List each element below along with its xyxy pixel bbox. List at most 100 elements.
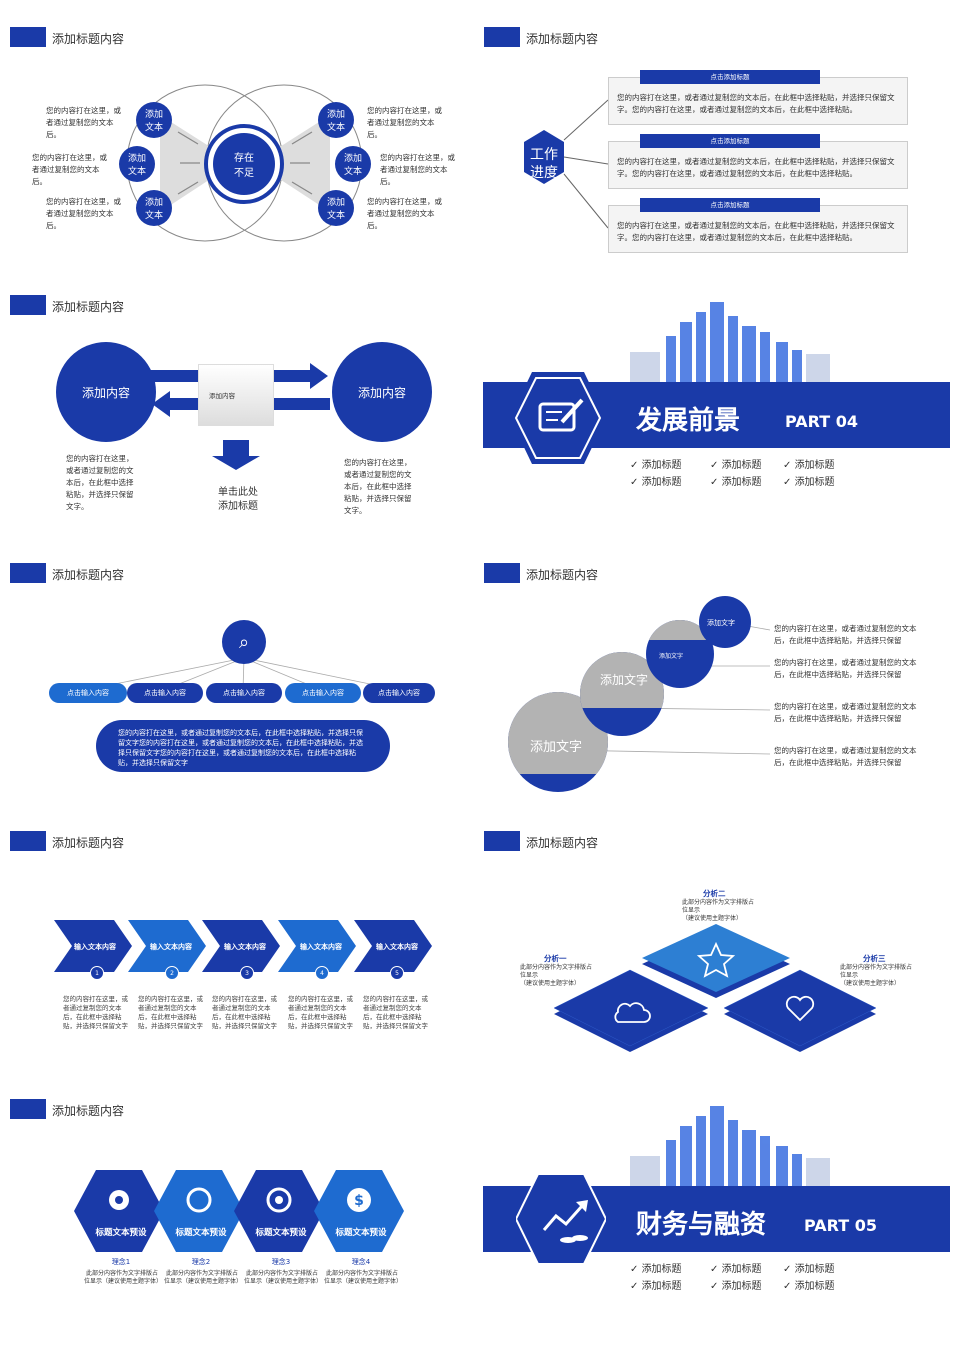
growth-chart-icon	[516, 1173, 606, 1265]
slide-title: 添加标题内容	[52, 300, 125, 314]
slide-title: 添加标题内容	[52, 836, 125, 850]
body-text: 您的内容打在这里，或者通过复制您的文本后，在此框中选择粘贴，并选择只保留	[774, 746, 917, 767]
hex-label: 标题文本预设	[95, 1228, 147, 1238]
analysis-desc: 此部分内容作为文字排版占位显示（建议使用主题字体）	[682, 899, 755, 922]
circle-label: 添加文字	[707, 619, 735, 627]
input-pill[interactable]: 点击输入内容	[363, 683, 435, 703]
step-label: 输入文本内容	[300, 943, 342, 951]
body-text: 您的内容打在这里，或者通过复制您的文本后。	[32, 153, 107, 186]
right-circle: 添加内容	[332, 342, 432, 442]
svg-text:$: $	[354, 1193, 364, 1209]
input-pill[interactable]: 点击输入内容	[127, 683, 203, 703]
summary-bubble: 您的内容打在这里，或者通过复制您的文本后，在此框中选择粘贴，并选择只保留文字您的…	[96, 720, 390, 772]
header-bar	[484, 831, 520, 851]
section-title: 发展前景	[636, 406, 741, 436]
check-item: ✓ 添加标题	[710, 1281, 762, 1292]
body-text: 您的内容打在这里，或者通过复制您的文本后，在此框中选择粘贴，并选择只保留文字	[63, 995, 128, 1030]
part-number: PART 05	[804, 1216, 877, 1235]
check-icon: ✓	[630, 477, 642, 488]
check-item: ✓ 添加标题	[630, 477, 682, 488]
check-item: ✓ 添加标题	[630, 1281, 682, 1292]
city-skyline	[630, 302, 830, 382]
check-icon: ✓	[630, 1281, 642, 1292]
chevron-process	[54, 920, 432, 972]
header-bar	[10, 1099, 46, 1119]
body-text: 您的内容打在这里，或者通过复制您的文本后。	[367, 197, 442, 230]
box-title-tag[interactable]: 点击添加标题	[640, 70, 820, 84]
add-text-circle: 添加 文本	[136, 190, 172, 226]
add-text-circle: 添加 文本	[335, 146, 371, 182]
search-icon[interactable]: ⌕	[222, 620, 266, 664]
concept-desc: 此部分内容作为文字排版占位显示（建议使用主题字体）	[164, 1270, 243, 1285]
step-number: 3	[240, 966, 254, 980]
stacked-circles	[508, 596, 771, 792]
step-label: 输入文本内容	[74, 943, 116, 951]
hex-label: 标题文本预设	[175, 1228, 227, 1238]
check-item: ✓ 添加标题	[630, 460, 682, 471]
left-circle: 添加内容	[56, 342, 156, 442]
check-item: ✓ 添加标题	[783, 1264, 835, 1275]
body-text: 您的内容打在这里，或者通过复制您的文本后，在此框中选择粘贴，并选择只保留文字。	[66, 454, 134, 511]
input-pill[interactable]: 点击输入内容	[49, 683, 127, 703]
check-icon: ✓	[783, 1264, 795, 1275]
analysis-title: 分析三	[863, 954, 886, 963]
body-text: 您的内容打在这里，或者通过复制您的文本后。	[46, 106, 121, 139]
step-label: 输入文本内容	[376, 943, 418, 951]
body-text: 您的内容打在这里，或者通过复制您的文本后。	[380, 153, 455, 186]
analysis-desc: 此部分内容作为文字排版占位显示（建议使用主题字体）	[520, 964, 593, 987]
check-item: ✓ 添加标题	[710, 477, 762, 488]
body-text: 您的内容打在这里，或者通过复制您的文本后，在此框中选择粘贴，并选择只保留文字	[363, 995, 428, 1030]
input-pill[interactable]: 点击输入内容	[285, 683, 361, 703]
circle-label: 添加文字	[659, 653, 684, 660]
header-bar	[10, 295, 46, 315]
circle-label: 添加文字	[600, 673, 649, 687]
arrow-caption: 单击此处 添加标题	[218, 487, 258, 512]
middle-box: 添加内容	[198, 364, 274, 426]
section-title: 财务与融资	[636, 1210, 767, 1240]
center-ring: 存在 不足	[204, 124, 284, 204]
check-icon: ✓	[630, 460, 642, 471]
city-skyline	[630, 1106, 830, 1186]
add-text-circle: 添加 文本	[318, 102, 354, 138]
step-number: 5	[390, 966, 404, 980]
slide-title: 添加标题内容	[52, 32, 125, 46]
body-text: 您的内容打在这里，或者通过复制您的文本后。	[46, 197, 121, 230]
body-text: 您的内容打在这里，或者通过复制您的文本后，在此框中选择粘贴，并选择只保留	[774, 624, 917, 645]
hex-label: 标题文本预设	[335, 1228, 387, 1238]
pen-icon	[510, 372, 606, 464]
slide-title: 添加标题内容	[526, 836, 599, 850]
slide-title: 添加标题内容	[52, 568, 125, 582]
step-number: 1	[90, 966, 104, 980]
box-title-tag[interactable]: 点击添加标题	[640, 134, 820, 148]
analysis-desc: 此部分内容作为文字排版占位显示（建议使用主题字体）	[840, 964, 913, 987]
connector-lines	[524, 99, 609, 229]
box-title-tag[interactable]: 点击添加标题	[640, 198, 820, 212]
check-icon: ✓	[710, 1264, 722, 1275]
step-label: 输入文本内容	[224, 943, 266, 951]
body-text: 您的内容打在这里，或者通过复制您的文本后，在此框中选择粘贴，并选择只保留文字	[288, 995, 353, 1030]
check-icon: ✓	[710, 460, 722, 471]
step-number: 4	[315, 966, 329, 980]
body-text: 您的内容打在这里，或者通过复制您的文本后，在此框中选择粘贴，并选择只保留文字	[212, 995, 277, 1030]
check-item: ✓ 添加标题	[783, 1281, 835, 1292]
body-text: 您的内容打在这里，或者通过复制您的文本后，在此框中选择粘贴，并选择只保留	[774, 658, 917, 679]
body-text: 您的内容打在这里，或者通过复制您的文本后。	[367, 106, 442, 139]
check-icon: ✓	[783, 460, 795, 471]
part-number: PART 04	[785, 412, 858, 431]
concept-label: 理念2	[191, 1258, 211, 1266]
body-text: 您的内容打在这里，或者通过复制您的文本后，在此框中选择粘贴，并选择只保留	[774, 702, 917, 723]
check-icon: ✓	[710, 1281, 722, 1292]
check-icon: ✓	[630, 1264, 642, 1275]
input-pill[interactable]: 点击输入内容	[206, 683, 282, 703]
check-item: ✓ 添加标题	[710, 1264, 762, 1275]
check-item: ✓ 添加标题	[630, 1264, 682, 1275]
check-icon: ✓	[710, 477, 722, 488]
circle-label: 添加文字	[530, 740, 583, 755]
analysis-title: 分析二	[703, 889, 726, 898]
concept-label: 理念4	[351, 1258, 371, 1266]
concept-label: 理念3	[271, 1258, 291, 1266]
slide-title: 添加标题内容	[526, 32, 599, 46]
hex-label: 标题文本预设	[255, 1228, 307, 1238]
diamond-analysis	[553, 924, 877, 1052]
concept-label: 理念1	[111, 1258, 131, 1266]
